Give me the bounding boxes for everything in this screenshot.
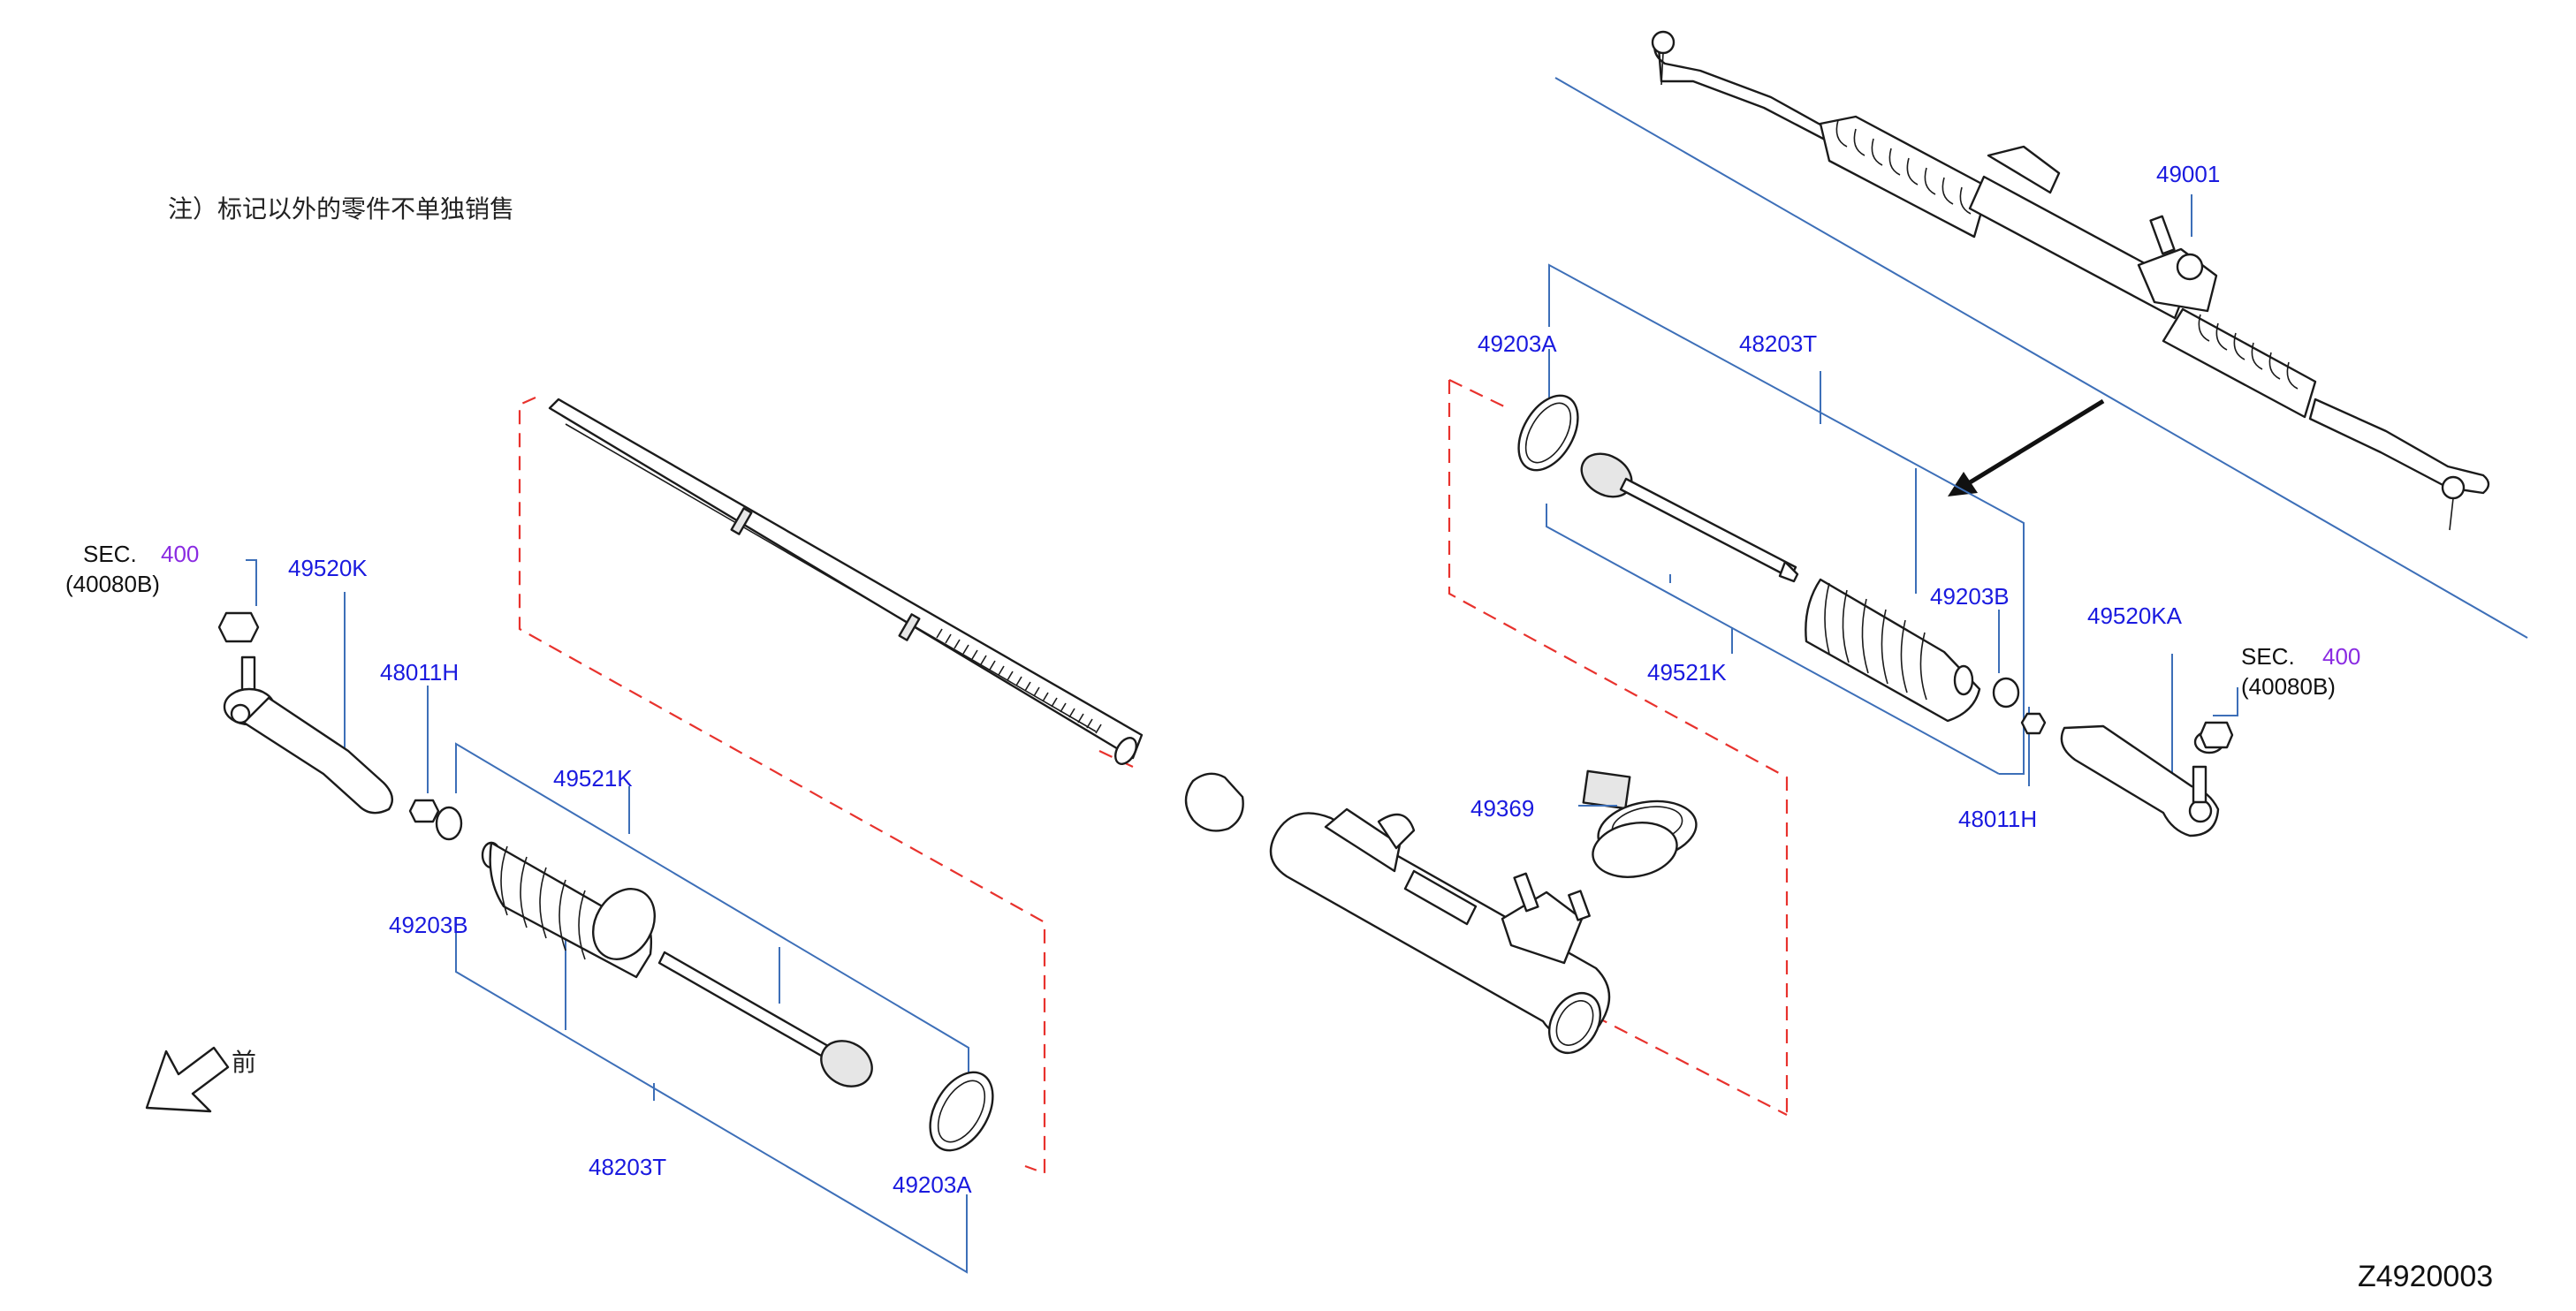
right-group-dashed-boundary bbox=[1448, 379, 1789, 1116]
part-label-49521K-right: 49521K bbox=[1647, 659, 1727, 686]
part-label-49369: 49369 bbox=[1470, 795, 1534, 822]
part-label-49203A-bottom: 49203A bbox=[893, 1171, 972, 1198]
assembly-reference-line bbox=[1554, 77, 2528, 639]
part-label-49520K: 49520K bbox=[288, 555, 368, 581]
boot-left bbox=[481, 841, 656, 979]
section-ref-left-number: 400 bbox=[161, 541, 199, 567]
part-label-49203B-right: 49203B bbox=[1930, 583, 2010, 610]
section-ref-right-code: (40080B) bbox=[2241, 673, 2336, 700]
rack-shaft bbox=[548, 398, 1144, 765]
part-label-49203A-top: 49203A bbox=[1478, 330, 1557, 357]
outer-tie-rod-end-left bbox=[223, 656, 394, 815]
steering-gear-assembly-drawing bbox=[1554, 30, 2528, 639]
part-label-48011H-right: 48011H bbox=[1958, 806, 2037, 832]
diagram-code: Z4920003 bbox=[2358, 1260, 2493, 1293]
part-label-49521K-left: 49521K bbox=[553, 765, 633, 792]
front-label: 前 bbox=[232, 1048, 256, 1077]
section-ref-right: SEC. bbox=[2241, 643, 2295, 670]
part-label-49520KA: 49520KA bbox=[2087, 602, 2183, 629]
section-ref-left: SEC. bbox=[83, 541, 137, 567]
exploded-view-arrow bbox=[1948, 398, 2105, 496]
front-direction-indicator: 前 bbox=[145, 1046, 256, 1113]
part-label-48203T-bottom: 48203T bbox=[589, 1154, 666, 1180]
boot-right bbox=[1805, 578, 1981, 723]
gear-housing bbox=[1269, 807, 1611, 1054]
part-label-48011H-left: 48011H bbox=[380, 659, 459, 686]
outer-tie-rod-end-right bbox=[2060, 724, 2225, 837]
part-label-48203T-top: 48203T bbox=[1739, 330, 1817, 357]
section-ref-left-code: (40080B) bbox=[65, 571, 160, 597]
note-text: 注）标记以外的零件不单独销售 bbox=[168, 194, 514, 224]
right-group-leader-lines bbox=[1546, 263, 2238, 795]
rack-dashed-boundary bbox=[518, 396, 1788, 1175]
inner-tie-rod-right bbox=[1580, 452, 1799, 583]
section-ref-right-number: 400 bbox=[2322, 643, 2360, 670]
part-label-49001: 49001 bbox=[2156, 161, 2220, 187]
pinion-seal-49369 bbox=[1582, 769, 1698, 878]
rack-bushing bbox=[1184, 772, 1244, 832]
left-group-leader-lines bbox=[246, 559, 969, 1274]
inner-tie-rod-left bbox=[657, 951, 873, 1087]
part-label-49203B-left: 49203B bbox=[389, 912, 468, 938]
